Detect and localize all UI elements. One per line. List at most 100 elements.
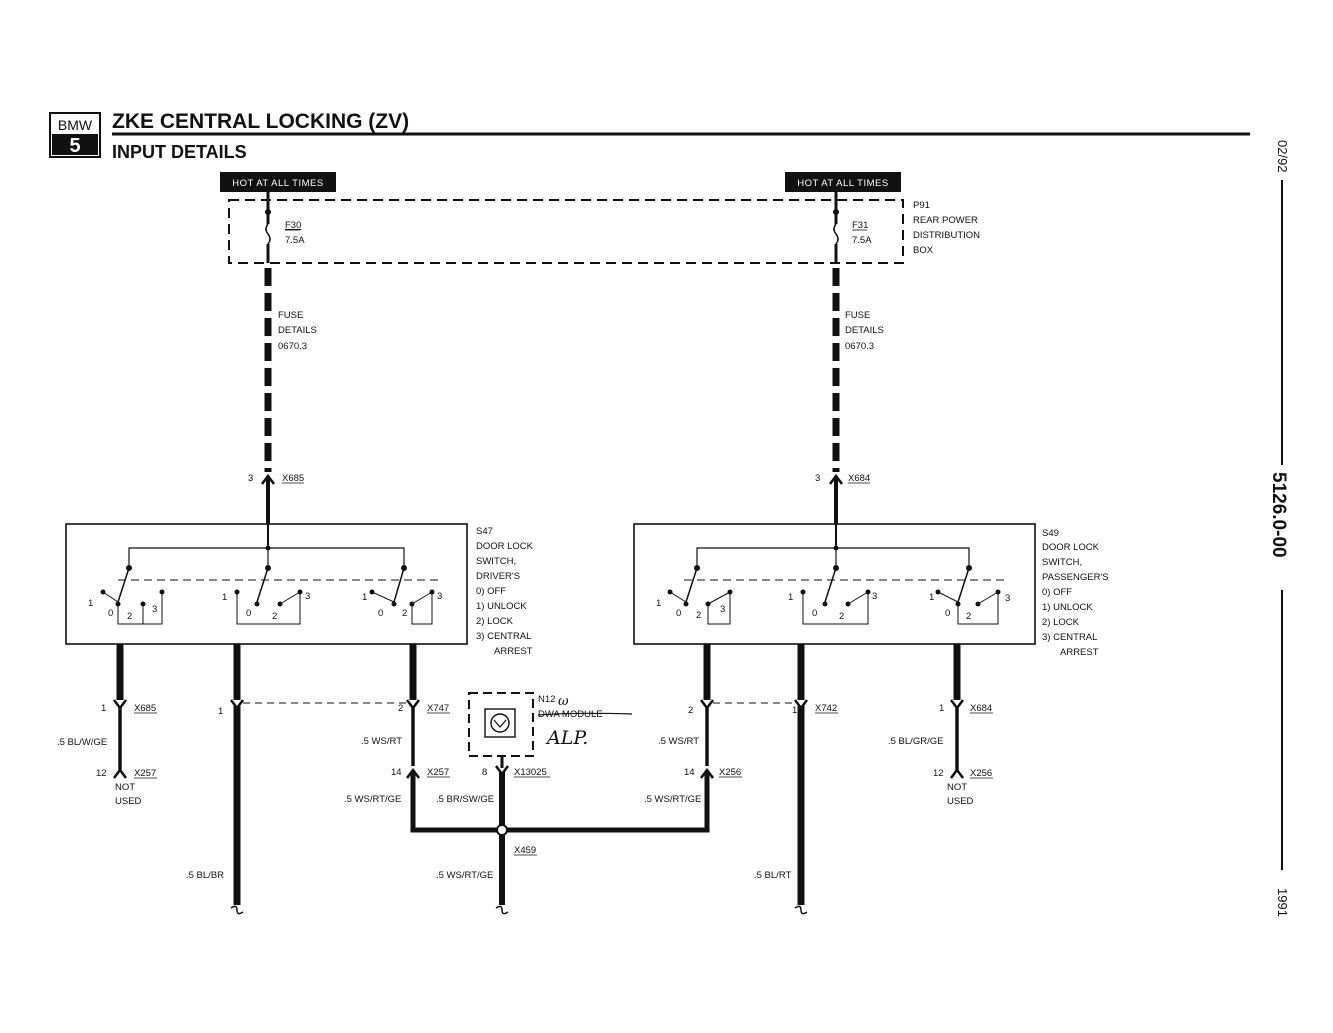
svg-text:USED: USED (947, 796, 974, 807)
svg-text:HOT AT ALL TIMES: HOT AT ALL TIMES (797, 178, 888, 189)
svg-text:ALP.: ALP. (545, 727, 588, 749)
fuse-f30: F30 7.5A (265, 192, 305, 263)
rear-power-distribution-box (228, 199, 904, 264)
switch-s49-label: S49 DOOR LOCK SWITCH, PASSENGER'S 0) OFF… (1042, 528, 1109, 658)
svg-text:2: 2 (839, 611, 844, 622)
switch-s47-label: S47 DOOR LOCK SWITCH, DRIVER'S 0) OFF 1)… (476, 526, 534, 657)
svg-text:X256: X256 (719, 767, 741, 778)
svg-text:P91: P91 (913, 200, 930, 211)
contact-group-1: 1 0 2 3 (88, 565, 165, 625)
svg-text:DWA MODULE: DWA MODULE (538, 709, 603, 720)
svg-text:1: 1 (362, 592, 367, 603)
svg-text:X13025: X13025 (514, 767, 547, 778)
svg-text:1: 1 (792, 705, 797, 716)
brand-top: BMW (58, 117, 93, 133)
header: BMW 5 ZKE CENTRAL LOCKING (ZV) INPUT DET… (49, 110, 1250, 162)
svg-text:BOX: BOX (913, 245, 934, 256)
svg-text:3: 3 (305, 591, 310, 602)
svg-text:.5 BL/GR/GE: .5 BL/GR/GE (888, 736, 943, 747)
svg-text:.5 WS/RT: .5 WS/RT (361, 736, 402, 747)
svg-text:2: 2 (696, 610, 701, 621)
svg-text:X684: X684 (848, 473, 870, 484)
contact-group-1: 1 0 2 3 (656, 565, 733, 625)
svg-text:0) OFF: 0) OFF (1042, 587, 1072, 598)
bmw-badge (49, 112, 101, 158)
svg-text:.5 WS/RT: .5 WS/RT (658, 736, 699, 747)
hot-label-left: HOT AT ALL TIMES (220, 172, 336, 192)
svg-text:0: 0 (945, 608, 950, 619)
svg-text:X459: X459 (514, 845, 536, 856)
svg-text:2) LOCK: 2) LOCK (476, 616, 514, 627)
switch-s47: 1 0 2 3 1 0 2 3 (65, 523, 468, 645)
svg-text:1: 1 (101, 703, 106, 714)
dwa-module-icon (484, 708, 516, 738)
fuse-symbol-icon (833, 223, 839, 245)
svg-text:.5 WS/RT/GE: .5 WS/RT/GE (644, 794, 701, 805)
svg-text:3) CENTRAL: 3) CENTRAL (476, 631, 531, 642)
svg-text:1: 1 (788, 592, 793, 603)
svg-text:FUSE: FUSE (845, 310, 870, 321)
connector-x684-top: 3 X684 (815, 473, 870, 524)
svg-text:PASSENGER'S: PASSENGER'S (1042, 572, 1109, 583)
box-label: P91 REAR POWER DISTRIBUTION BOX (913, 200, 980, 256)
svg-text:1: 1 (939, 703, 944, 714)
lower-labels: 1 X685 .5 BL/W/GE 1 2 X257 NOT USED 1 .5 … (57, 694, 993, 881)
page-subtitle: INPUT DETAILS (112, 142, 247, 162)
wire-continues-icon (495, 905, 509, 915)
svg-text:DRIVER'S: DRIVER'S (476, 571, 520, 582)
contact-group-2: 1 0 2 3 (222, 565, 310, 625)
svg-text:X742: X742 (815, 703, 837, 714)
fuse-details-left: FUSE DETAILS 0670.3 (278, 310, 317, 352)
svg-text:SWITCH,: SWITCH, (476, 556, 516, 567)
svg-text:.5 BL/BR: .5 BL/BR (186, 870, 224, 881)
svg-text:2: 2 (398, 703, 403, 714)
svg-text:DETAILS: DETAILS (278, 325, 317, 336)
svg-text:0670.3: 0670.3 (845, 341, 874, 352)
svg-text:1: 1 (218, 706, 223, 717)
svg-text:X256: X256 (970, 768, 992, 779)
svg-text:X685: X685 (134, 703, 156, 714)
fuse-f31: F31 7.5A (833, 192, 872, 263)
svg-text:ARREST: ARREST (1060, 647, 1099, 658)
margin-year: 1991 (1275, 888, 1290, 917)
svg-text:S49: S49 (1042, 528, 1059, 539)
svg-text:2: 2 (127, 611, 132, 622)
svg-text:3: 3 (152, 604, 157, 615)
contact-group-2: 1 0 2 3 (788, 565, 877, 625)
svg-text:F30: F30 (285, 220, 301, 231)
svg-text:.5 BL/W/GE: .5 BL/W/GE (57, 737, 107, 748)
svg-text:.5 BL/RT: .5 BL/RT (754, 870, 792, 881)
brand-bottom: 5 (69, 135, 80, 157)
svg-text:3: 3 (437, 591, 442, 602)
svg-text:1: 1 (88, 598, 93, 609)
svg-text:NOT: NOT (947, 782, 967, 793)
svg-text:.5 WS/RT/GE: .5 WS/RT/GE (344, 794, 401, 805)
svg-text:ω: ω (558, 694, 569, 709)
wire-continues-icon (230, 905, 244, 915)
contact-group-3: 1 0 2 3 (929, 565, 1010, 625)
svg-text:X257: X257 (134, 768, 156, 779)
hot-label-right: HOT AT ALL TIMES (785, 172, 901, 192)
svg-text:0) OFF: 0) OFF (476, 586, 506, 597)
svg-text:0: 0 (676, 608, 681, 619)
svg-text:2: 2 (966, 611, 971, 622)
svg-text:3: 3 (720, 604, 725, 615)
svg-text:2: 2 (688, 705, 693, 716)
svg-text:DETAILS: DETAILS (845, 325, 884, 336)
connector-x685-top: 3 X685 (248, 473, 304, 524)
svg-text:.5 BR/SW/GE: .5 BR/SW/GE (436, 794, 494, 805)
svg-text:14: 14 (391, 767, 402, 778)
switch-s49: 1 0 2 3 1 0 2 3 (633, 523, 1036, 645)
svg-text:3: 3 (872, 591, 877, 602)
svg-text:F31: F31 (852, 220, 868, 231)
svg-text:S47: S47 (476, 526, 493, 537)
svg-text:2: 2 (272, 611, 277, 622)
svg-text:X684: X684 (970, 703, 992, 714)
margin-doc-number: 5126.0-00 (1268, 472, 1289, 558)
svg-text:DOOR LOCK: DOOR LOCK (476, 541, 534, 552)
svg-text:3) CENTRAL: 3) CENTRAL (1042, 632, 1097, 643)
svg-text:3: 3 (248, 473, 253, 484)
svg-text:1: 1 (656, 598, 661, 609)
wire-continues-icon (794, 905, 808, 915)
